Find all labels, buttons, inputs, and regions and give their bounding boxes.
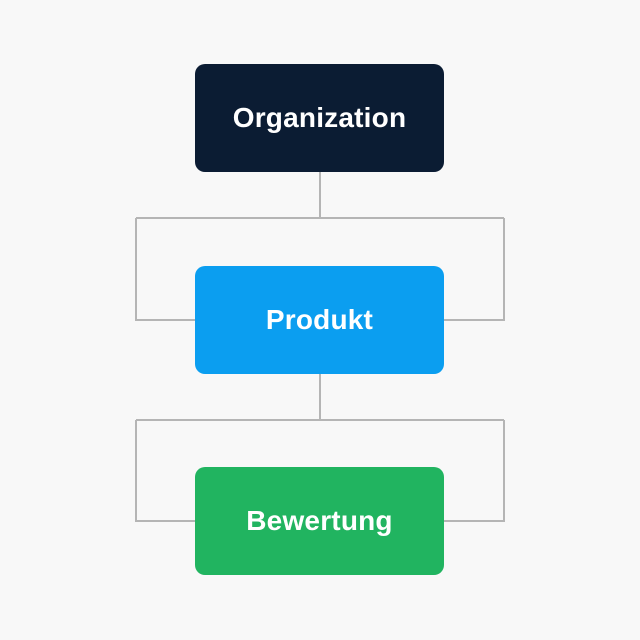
node-organization-label: Organization: [232, 102, 407, 133]
node-bewertung: Bewertung: [195, 467, 444, 575]
node-organization: Organization: [195, 64, 444, 172]
connector-produkt-bewertung: [135, 374, 505, 522]
node-produkt: Produkt: [195, 266, 444, 374]
connector-organization-produkt: [135, 172, 505, 321]
node-bewertung-label: Bewertung: [246, 505, 393, 536]
node-produkt-label: Produkt: [265, 304, 374, 335]
